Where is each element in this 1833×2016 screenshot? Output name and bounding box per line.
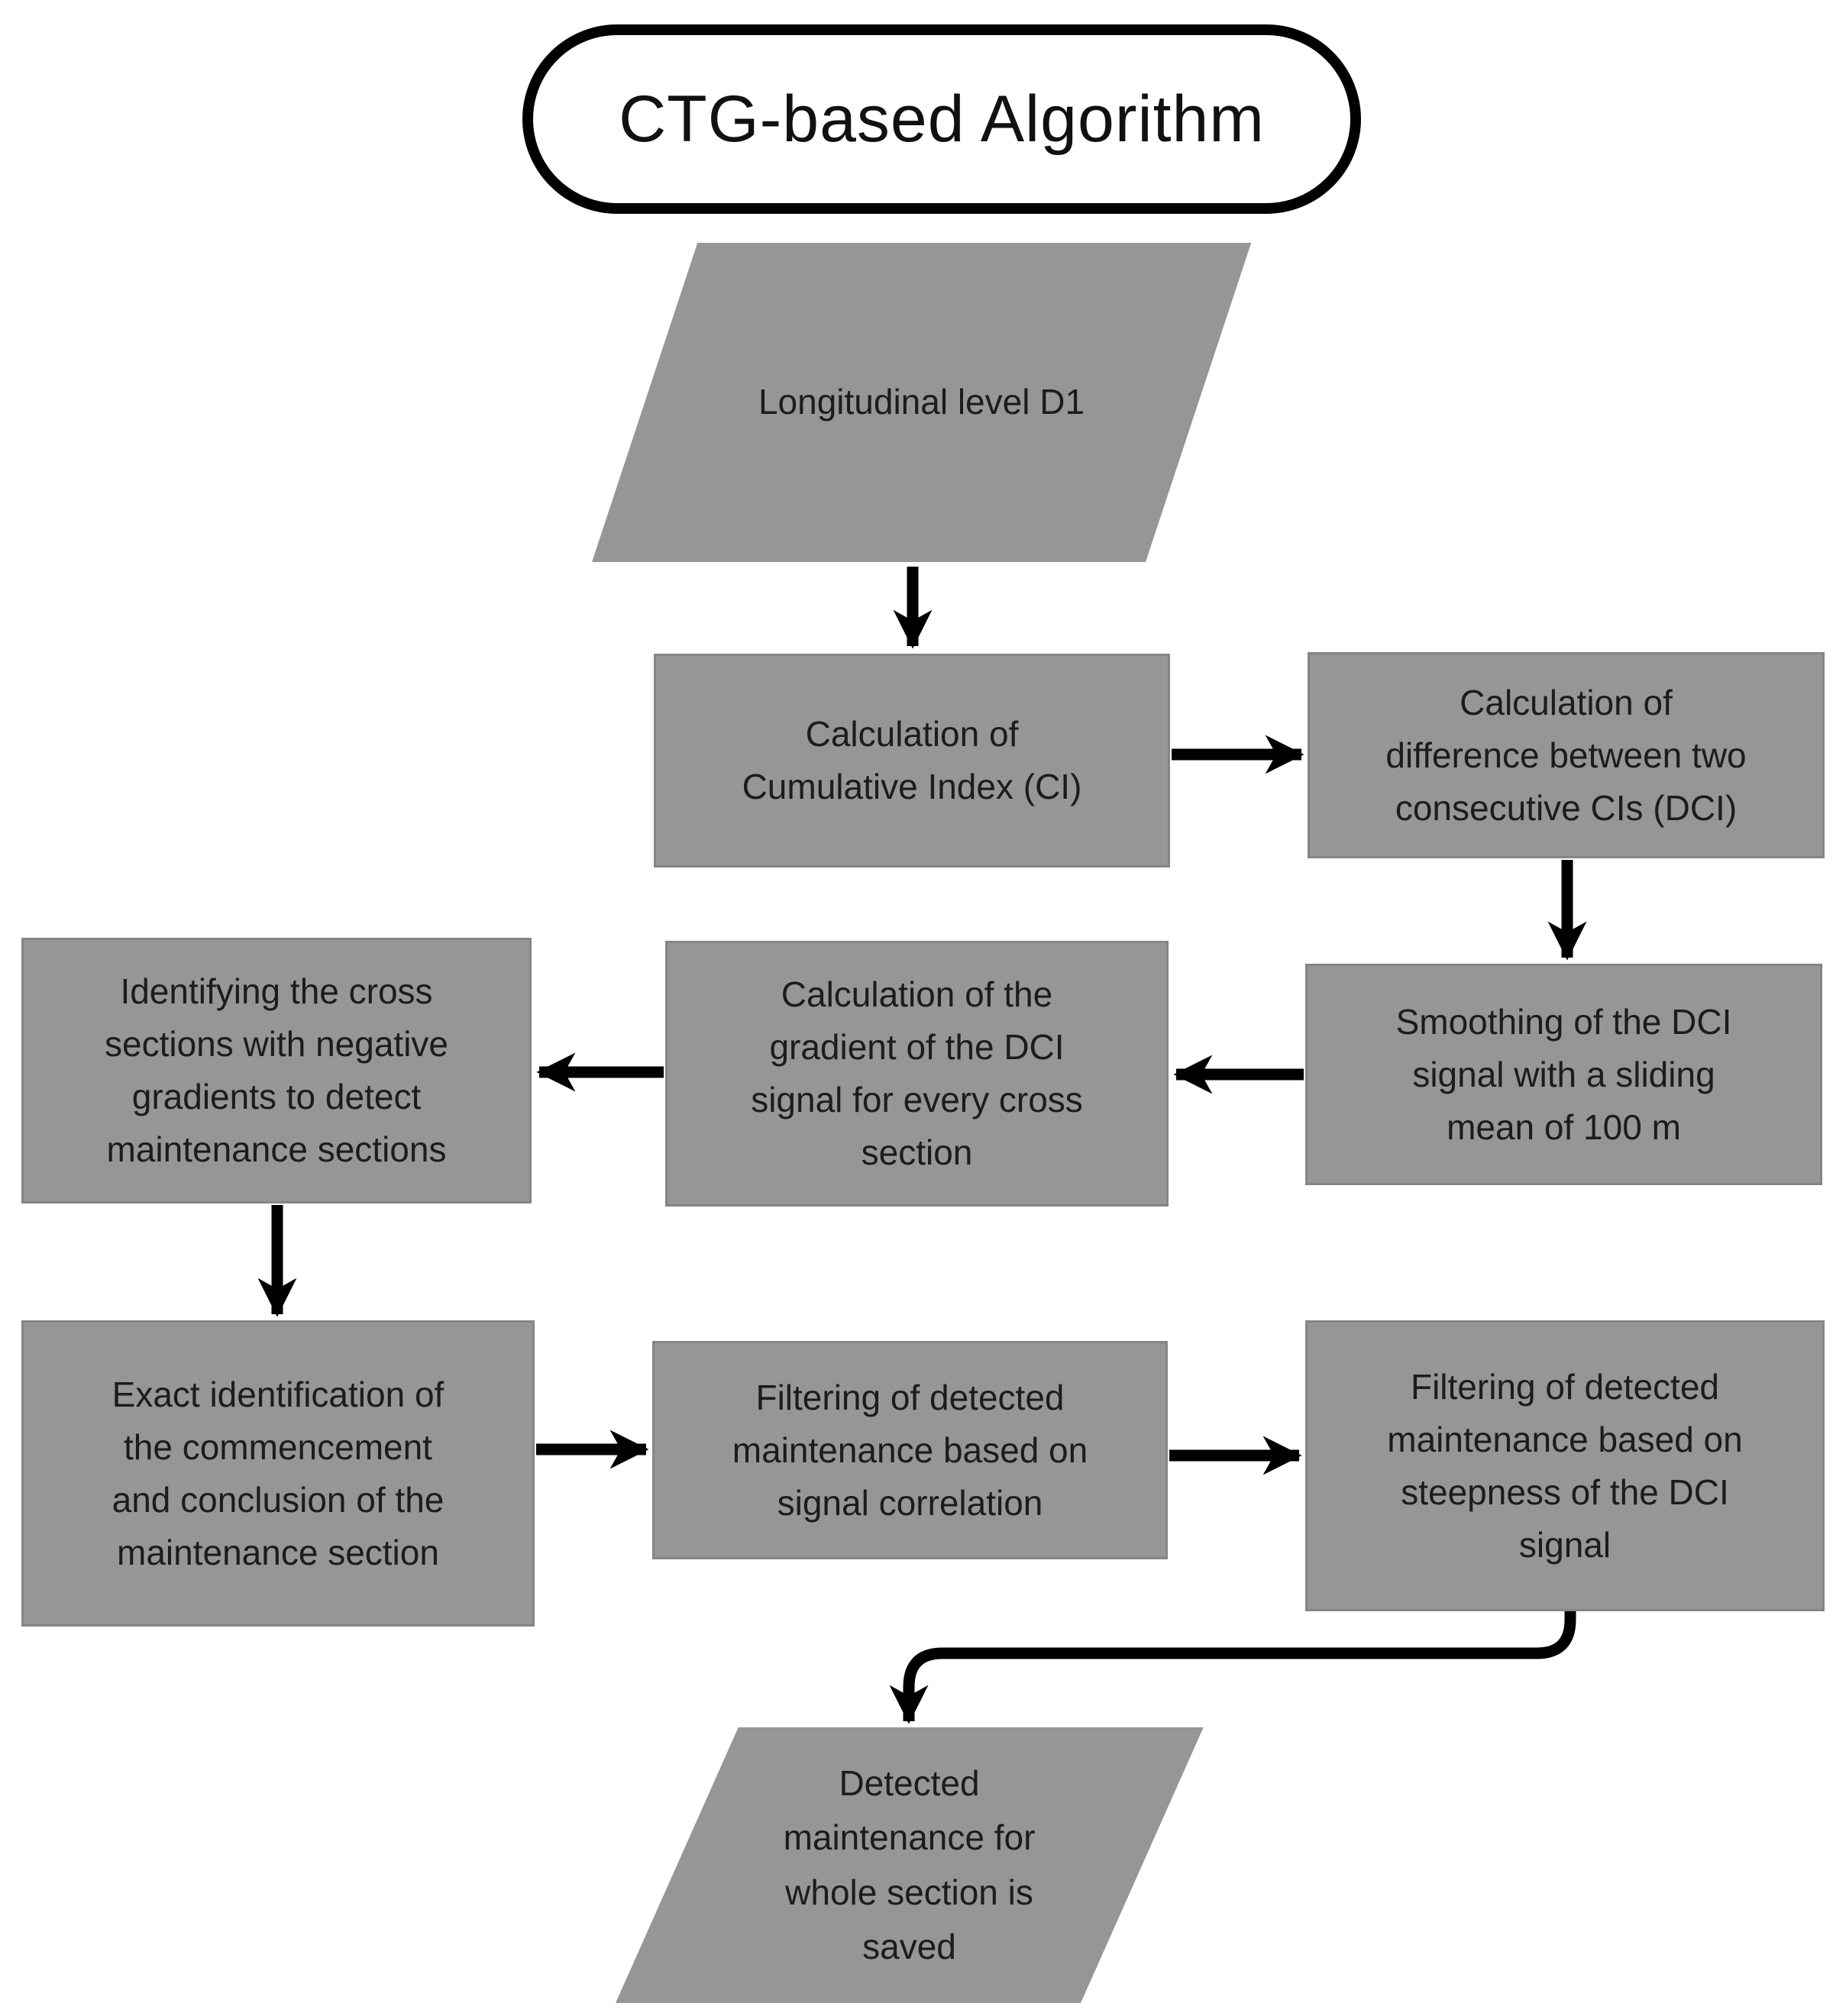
node-calc-ci: Calculation of Cumulative Index (CI) [654, 654, 1170, 867]
node-filter-correlation-label: Filtering of detected maintenance based … [732, 1377, 1088, 1523]
node-calc-dci-label: Calculation of difference between two co… [1385, 682, 1747, 828]
node-filter-steepness: Filtering of detected maintenance based … [1305, 1320, 1825, 1611]
node-output-label: Detected maintenance for whole section i… [783, 1762, 1036, 1966]
node-output-parallelogram: Detected maintenance for whole section i… [616, 1727, 1204, 2003]
node-calc-dci: Calculation of difference between two co… [1308, 652, 1825, 858]
node-filter-steepness-label: Filtering of detected maintenance based … [1387, 1366, 1743, 1565]
node-input-label: Longitudinal level D1 [758, 382, 1085, 422]
node-filter-correlation: Filtering of detected maintenance based … [652, 1341, 1168, 1559]
node-title-terminator: CTG-based Algorithm [522, 24, 1361, 214]
node-exact-identification-label: Exact identification of the commencement… [112, 1374, 445, 1572]
node-identify: Identifying the cross sections with nega… [21, 938, 532, 1203]
diagram-title: CTG-based Algorithm [619, 82, 1265, 156]
node-calc-ci-label: Calculation of Cumulative Index (CI) [742, 714, 1082, 806]
node-smoothing: Smoothing of the DCI signal with a slidi… [1305, 964, 1822, 1185]
node-identify-label: Identifying the cross sections with nega… [104, 971, 449, 1169]
node-input-parallelogram: Longitudinal level D1 [592, 243, 1252, 562]
node-smoothing-label: Smoothing of the DCI signal with a slidi… [1395, 1001, 1732, 1147]
node-gradient-label: Calculation of the gradient of the DCI s… [751, 974, 1083, 1172]
node-exact-identification: Exact identification of the commencement… [21, 1320, 535, 1627]
arrow-filter-steep-to-output [889, 1611, 1576, 1724]
node-gradient: Calculation of the gradient of the DCI s… [665, 941, 1169, 1207]
